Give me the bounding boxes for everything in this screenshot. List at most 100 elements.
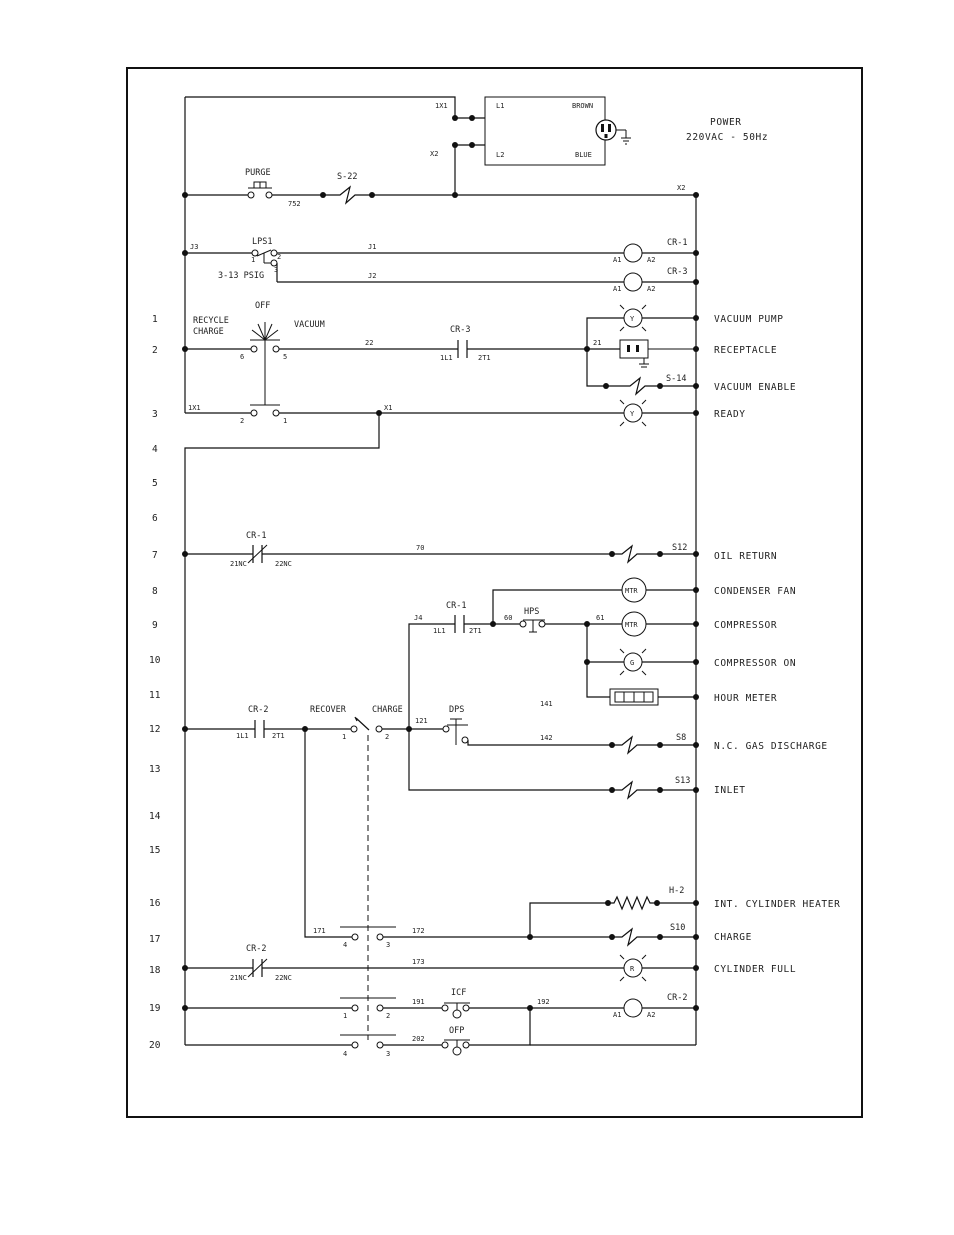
rung-number: 13 xyxy=(149,764,160,775)
wire-j1-label: J1 xyxy=(368,243,376,251)
wire-752-label: 752 xyxy=(288,200,301,208)
label-charge: CHARGE xyxy=(714,932,752,943)
rung-number: 11 xyxy=(149,690,161,701)
label-condenser-fan: CONDENSER FAN xyxy=(714,586,796,597)
cr2-21nc: 21NC xyxy=(230,974,247,982)
compressor-motor-icon: MTR xyxy=(621,611,647,637)
cr2-22nc: 22NC xyxy=(275,974,292,982)
rung-number: 19 xyxy=(149,1003,161,1014)
rung-number: 12 xyxy=(149,724,160,735)
label-vacuum-pump: VACUUM PUMP xyxy=(714,314,784,325)
cr2-coil-rungs: 1 2 191 ICF 192 CR-2 A1 A2 4 3 202 O xyxy=(182,988,699,1058)
rung-number: 5 xyxy=(152,478,158,489)
cr1-1l1: 1L1 xyxy=(433,627,446,635)
oil-return-rung: CR-1 21NC 22NC 70 S12 xyxy=(182,531,699,568)
s22-label: S-22 xyxy=(337,172,357,182)
comp-on-lamp-letter: G xyxy=(630,659,634,667)
selector-off: OFF xyxy=(255,301,270,311)
wire-1x1-label: 1X1 xyxy=(435,102,448,110)
rung-number: 8 xyxy=(152,586,158,597)
h2-label: H-2 xyxy=(669,886,684,896)
cr3-2t1: 2T1 xyxy=(478,354,491,362)
l1-label: L1 xyxy=(496,102,504,110)
cylinder-full-rung: CR-2 21NC 22NC 173 R xyxy=(182,944,699,982)
compressor-mtr-label: MTR xyxy=(625,621,638,629)
selector-charge: CHARGE xyxy=(193,327,224,337)
label-inlet: INLET xyxy=(714,785,746,796)
wire-173-label: 173 xyxy=(412,958,425,966)
wire-191-label: 191 xyxy=(412,998,425,1006)
cylinder-section: 171 4 3 172 H-2 S10 xyxy=(313,886,699,949)
power-plug-icon xyxy=(595,119,631,145)
cr2-no-label: CR-2 xyxy=(248,705,268,715)
wire-x2-right-label: X2 xyxy=(677,184,685,192)
c19-pin1: 1 xyxy=(343,1012,347,1020)
rc-pin2: 2 xyxy=(385,733,389,741)
s14-label: S-14 xyxy=(666,374,686,384)
rung-number: 2 xyxy=(152,345,158,356)
cr1-22nc: 22NC xyxy=(275,560,292,568)
hour-meter-icon xyxy=(609,688,659,706)
lps-pin1: 1 xyxy=(251,256,255,264)
heater-resistor-icon xyxy=(607,895,696,911)
receptacle-icon xyxy=(619,339,696,368)
wire-70-label: 70 xyxy=(416,544,424,552)
wire-141-label: 141 xyxy=(540,700,553,708)
rung-number: 20 xyxy=(149,1040,161,1051)
label-nc-gas-discharge: N.C. GAS DISCHARGE xyxy=(714,741,828,752)
rung-number: 17 xyxy=(149,934,160,945)
recover-label: RECOVER xyxy=(310,705,347,715)
label-receptacle: RECEPTACLE xyxy=(714,345,777,356)
c17-pin4: 4 xyxy=(343,941,347,949)
label-compressor: COMPRESSOR xyxy=(714,620,777,631)
lps-rungs: J3 LPS1 1 2 3 3-13 PSIG J1 J2 CR-1 CR-3 … xyxy=(182,237,699,293)
cr1-no-label: CR-1 xyxy=(446,601,466,611)
wire-j3-label: J3 xyxy=(190,243,198,251)
s13-label: S13 xyxy=(675,776,690,786)
selector-section: OFF RECYCLE CHARGE VACUUM 6 5 22 CR-3 1L… xyxy=(182,301,699,1045)
rung-number: 15 xyxy=(149,845,160,856)
cond-fan-mtr-label: MTR xyxy=(625,587,638,595)
rung-numbers: 1 2 3 4 5 6 7 8 9 10 11 12 13 14 15 16 1… xyxy=(149,314,161,1051)
label-compressor-on: COMPRESSOR ON xyxy=(714,658,796,669)
wire-1x1-sel-label: 1X1 xyxy=(188,404,201,412)
wire-60-label: 60 xyxy=(504,614,512,622)
cr2-coil-label: CR-2 xyxy=(667,993,687,1003)
c17-pin3: 3 xyxy=(386,941,390,949)
c20-pin4: 4 xyxy=(343,1050,347,1058)
wire-j2-label: J2 xyxy=(368,272,376,280)
wire-121-label: 121 xyxy=(415,717,428,725)
ready-lamp-letter: Y xyxy=(630,410,635,418)
rung-number: 14 xyxy=(149,811,161,822)
cr3-contact-label: CR-3 xyxy=(450,325,470,335)
blue-label: BLUE xyxy=(575,151,592,159)
rung-number: 16 xyxy=(149,898,161,909)
label-cylinder-full: CYLINDER FULL xyxy=(714,964,796,975)
sel-pin6: 6 xyxy=(240,353,244,361)
lps-setting: 3-13 PSIG xyxy=(218,271,264,281)
cr1-nc-label: CR-1 xyxy=(246,531,266,541)
compressor-section: J4 CR-1 1L1 2T1 60 HPS 61 MTR MTR xyxy=(408,577,699,729)
icf-label: ICF xyxy=(451,988,466,998)
cr3-a2: A2 xyxy=(647,285,655,293)
label-vacuum-enable: VACUUM ENABLE xyxy=(714,382,796,393)
cr2-nc-label: CR-2 xyxy=(246,944,266,954)
purge-rung: PURGE 752 S-22 X2 xyxy=(182,168,699,208)
rung-number: 7 xyxy=(152,550,158,561)
ofp-label: OFP xyxy=(449,1026,464,1036)
sel-pin5: 5 xyxy=(283,353,287,361)
rung-number: 1 xyxy=(152,314,158,325)
cr3-1l1: 1L1 xyxy=(440,354,453,362)
c19-pin2: 2 xyxy=(386,1012,390,1020)
condenser-fan-motor-icon: MTR xyxy=(621,577,647,603)
s8-label: S8 xyxy=(676,733,686,743)
cr2-1l1: 1L1 xyxy=(236,732,249,740)
cr1-21nc: 21NC xyxy=(230,560,247,568)
vacuum-pump-lamp-letter: Y xyxy=(630,315,635,323)
vacuum-pump-lamp-icon: Y xyxy=(619,304,647,332)
lps1-label: LPS1 xyxy=(252,237,272,247)
s12-label: S12 xyxy=(672,543,687,553)
rc-pin1: 1 xyxy=(342,733,346,741)
rung-number: 3 xyxy=(152,409,158,420)
